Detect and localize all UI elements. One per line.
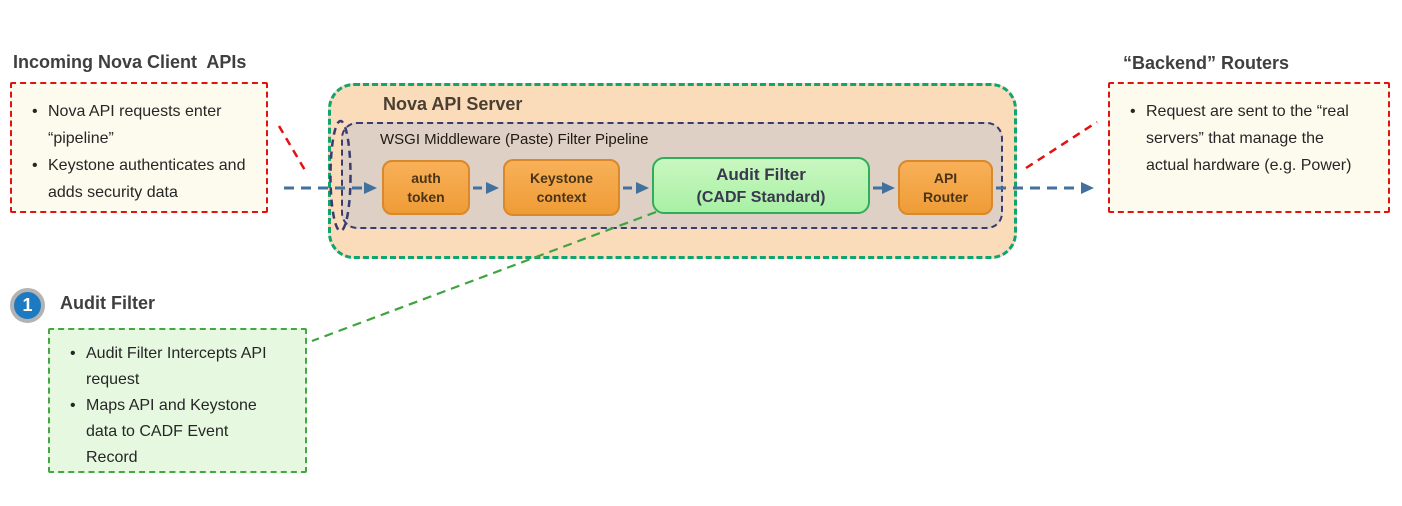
- backend-bullet-list: Request are sent to the “real servers” t…: [1110, 84, 1388, 179]
- audit-bullet-1: Audit Filter Intercepts API request: [64, 341, 282, 393]
- backend-routers-note: Request are sent to the “real servers” t…: [1108, 82, 1390, 213]
- node-api-router: API Router: [898, 160, 993, 215]
- node-keystone-context: Keystone context: [503, 159, 620, 216]
- audit-bullet-list: Audit Filter Intercepts API request Maps…: [50, 330, 305, 471]
- audit-bullet-2: Maps API and Keystone data to CADF Event…: [64, 393, 282, 471]
- incoming-bullet-1: Nova API requests enter “pipeline”: [26, 98, 254, 152]
- auth-token-line1: auth: [411, 169, 441, 186]
- backend-bullet-1: Request are sent to the “real servers” t…: [1124, 98, 1358, 179]
- auth-token-line2: token: [407, 188, 445, 205]
- incoming-apis-bullet-list: Nova API requests enter “pipeline” Keyst…: [12, 84, 266, 206]
- connector-incoming-note: [277, 125, 308, 173]
- audit-filter-line1: Audit Filter: [716, 165, 806, 184]
- api-router-line2: Router: [922, 188, 969, 205]
- audit-filter-heading: Audit Filter: [60, 293, 155, 313]
- connector-backend-note: [1025, 120, 1098, 170]
- wsgi-pipeline-title: WSGI Middleware (Paste) Filter Pipeline: [380, 131, 649, 148]
- incoming-apis-heading: Incoming Nova Client APIs: [13, 52, 247, 72]
- api-router-line1: API: [933, 169, 958, 186]
- keystone-context-line1: Keystone: [529, 169, 594, 186]
- node-audit-filter: Audit Filter (CADF Standard): [652, 157, 870, 214]
- node-auth-token: auth token: [382, 160, 470, 215]
- keystone-context-line2: context: [536, 188, 587, 205]
- incoming-apis-note: Nova API requests enter “pipeline” Keyst…: [10, 82, 268, 213]
- step-1-badge: 1: [10, 288, 45, 323]
- audit-filter-note: Audit Filter Intercepts API request Maps…: [48, 328, 307, 473]
- incoming-bullet-2: Keystone authenticates and adds security…: [26, 152, 254, 206]
- audit-filter-line2: (CADF Standard): [696, 189, 826, 206]
- backend-routers-heading: “Backend” Routers: [1123, 53, 1290, 73]
- nova-api-server-title: Nova API Server: [383, 94, 523, 114]
